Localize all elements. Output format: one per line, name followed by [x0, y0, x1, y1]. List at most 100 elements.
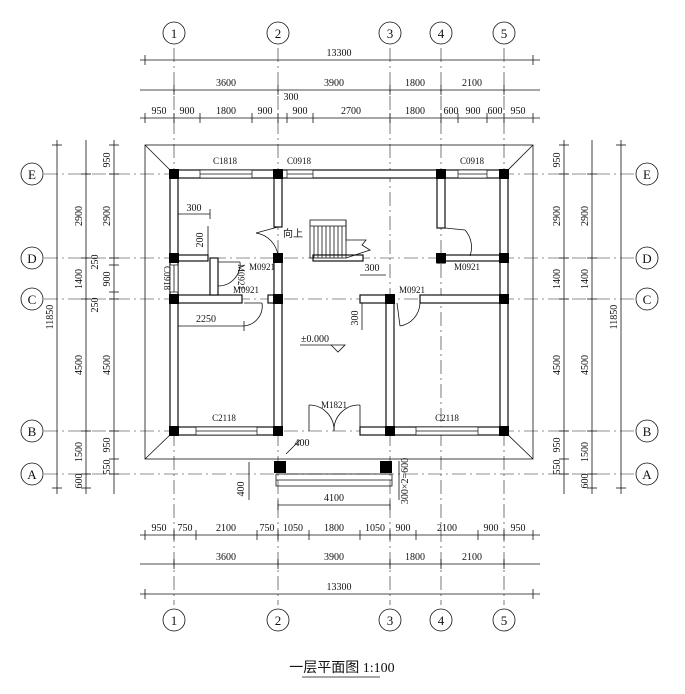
- dim-right-bay-ab: 1500: [580, 442, 591, 462]
- opening-labels: C1818 C0918 C0918 C0918 C2118 C2118 M182…: [162, 156, 484, 423]
- dim-right-detail-1400: 1400: [552, 269, 563, 289]
- label-m0921-a: M0921: [249, 262, 275, 272]
- windows: [169, 169, 488, 436]
- label-c2118-left: C2118: [212, 413, 236, 423]
- dim-left-detail-900: 900: [102, 272, 113, 287]
- dim-right-total: 11850: [609, 305, 620, 330]
- axis-label-A-right: A: [642, 467, 652, 482]
- axis-bubbles-right: E D C B A: [635, 162, 659, 486]
- dim-right-bay-de: 2900: [580, 206, 591, 226]
- dim-right-bay-a: 600: [580, 474, 591, 489]
- dim-400-a: 400: [295, 438, 310, 449]
- roof-eaves-outline: [144, 144, 534, 460]
- dim-bottom-detail-9: 2100: [437, 523, 457, 534]
- dim-top-bay-1: 3600: [216, 78, 236, 89]
- axis-label-4-top: 4: [438, 26, 445, 41]
- axis-label-D-left: D: [27, 251, 36, 266]
- dim-400-b: 400: [236, 482, 247, 497]
- dim-bottom-total: 13300: [327, 582, 352, 593]
- dim-right-bay-bc: 4500: [580, 355, 591, 375]
- dim-top-offset: 300: [284, 92, 299, 103]
- dim-bottom-detail-5: 1050: [283, 523, 303, 534]
- window-c0918-left: [169, 264, 179, 293]
- axis-label-D-right: D: [642, 251, 651, 266]
- axis-label-E-left: E: [28, 167, 36, 182]
- door-m0921-right-top: [444, 227, 472, 257]
- dim-top-bay-3: 1800: [405, 78, 425, 89]
- label-c0918-top-1: C0918: [287, 156, 312, 166]
- dim-top-detail-11: 950: [511, 106, 526, 117]
- axis-lines: [44, 48, 636, 605]
- dim-left-detail-550: 550: [102, 460, 113, 475]
- dim-top-detail-6: 2700: [341, 106, 361, 117]
- dim-top-detail-1: 950: [152, 106, 167, 117]
- stairs: [309, 219, 371, 259]
- door-m0921-right: [396, 302, 421, 327]
- window-c2118-left: [195, 426, 258, 436]
- door-m1821-main: [308, 404, 361, 432]
- dim-bottom-detail-11: 950: [511, 523, 526, 534]
- dim-right-bay-cd: 1400: [580, 269, 591, 289]
- doors: [217, 226, 472, 432]
- dim-left-detail-250a: 250: [90, 255, 101, 270]
- dim-300-a: 300: [187, 203, 202, 214]
- axis-label-3-top: 3: [387, 26, 394, 41]
- dim-300-b: 300: [365, 263, 380, 274]
- dim-top-bay-4: 2100: [462, 78, 482, 89]
- columns: [169, 169, 509, 473]
- label-elevation: ±0.000: [301, 334, 329, 345]
- misc-dimensions: 300 200 2250 300 300 400 400 300×2=600: [177, 203, 411, 504]
- dim-bottom-detail-2: 750: [178, 523, 193, 534]
- dim-top-detail-7: 1800: [405, 106, 425, 117]
- axis-label-2-bottom: 2: [275, 613, 282, 628]
- axis-label-B-right: B: [643, 424, 652, 439]
- dim-right-detail-950: 950: [552, 438, 563, 453]
- dim-left-bay-ab: 1500: [74, 442, 85, 462]
- dim-bottom-detail-1: 950: [152, 523, 167, 534]
- dim-top-detail-4: 900: [258, 106, 273, 117]
- dim-top-bay-2: 3900: [324, 78, 344, 89]
- dim-left-detail-4500: 4500: [102, 355, 113, 375]
- dim-right-detail-top: 950: [552, 153, 563, 168]
- label-c0918-left: C0918: [162, 266, 172, 291]
- axis-bubbles-bottom: 1 2 3 4 5: [162, 608, 516, 632]
- window-c2118-right: [415, 426, 479, 436]
- dim-left-detail-250b: 250: [90, 298, 101, 313]
- dim-bottom-detail-10: 900: [484, 523, 499, 534]
- bottom-dimensions: 4100 950 750 2100 750 1050 1800 1050 900…: [140, 493, 540, 599]
- top-dimensions: 13300 3600 3900 1800 2100 300 950 900 18…: [140, 48, 540, 123]
- dim-top-detail-5: 900: [293, 106, 308, 117]
- dim-left-detail-2900: 2900: [102, 206, 113, 226]
- dim-bottom-detail-8: 900: [396, 523, 411, 534]
- dim-bottom-bay-1: 3600: [216, 552, 236, 563]
- window-c0918-top-1: [286, 169, 314, 179]
- dim-right-detail-550: 550: [552, 460, 563, 475]
- axis-label-E-right: E: [643, 167, 651, 182]
- dim-300x2: 300×2=600: [400, 458, 411, 504]
- dim-2250: 2250: [196, 314, 216, 325]
- label-stair-up: 向上: [283, 227, 303, 240]
- dim-bottom-detail-3: 2100: [216, 523, 236, 534]
- label-c0918-top-2: C0918: [460, 156, 485, 166]
- dim-bottom-detail-4: 750: [260, 523, 275, 534]
- axis-label-1-bottom: 1: [171, 613, 178, 628]
- dim-top-detail-3: 1800: [216, 106, 236, 117]
- porch-step: [275, 473, 393, 487]
- dim-left-detail-950: 950: [102, 438, 113, 453]
- axis-label-1-top: 1: [171, 26, 178, 41]
- dim-right-detail-4500: 4500: [552, 355, 563, 375]
- door-m0921-stair: [255, 226, 279, 257]
- window-c0918-top-2: [457, 169, 488, 179]
- dim-bottom-detail-7: 1050: [365, 523, 385, 534]
- label-c2118-right: C2118: [435, 413, 459, 423]
- window-c1818: [199, 169, 253, 179]
- dim-left-detail-top: 950: [102, 153, 113, 168]
- dim-top-detail-8: 600: [444, 106, 459, 117]
- dim-left-bay-a: 600: [74, 474, 85, 489]
- dim-bottom-bay-4: 2100: [462, 552, 482, 563]
- axis-label-A-left: A: [27, 467, 37, 482]
- label-m0921-d: M0921: [233, 285, 259, 295]
- dim-300-c: 300: [350, 311, 361, 326]
- axis-bubbles-left: E D C B A: [20, 162, 44, 486]
